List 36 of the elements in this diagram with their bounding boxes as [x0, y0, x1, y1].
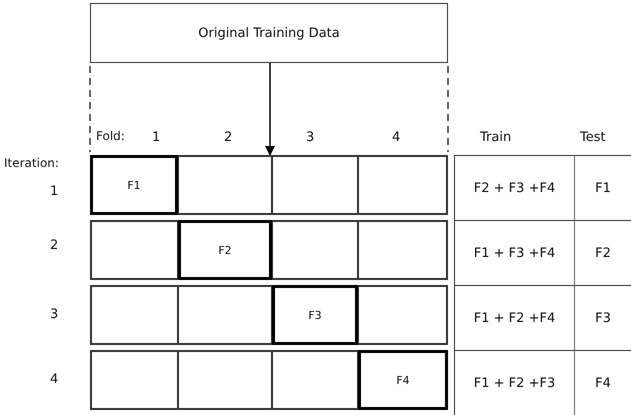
column-number: 1 [152, 130, 160, 146]
fold-cell: F3 [272, 285, 358, 345]
table-cell: F2 + F3 +F4 [454, 155, 575, 220]
row-bar [90, 220, 448, 280]
axis-label: Fold: [96, 128, 125, 144]
fold-cell: F2 [178, 220, 272, 280]
column-number: 3 [306, 130, 314, 146]
row-bar [90, 350, 448, 410]
column-header: Test [580, 130, 606, 146]
table-cell: F4 [575, 350, 631, 415]
row-bar [90, 285, 448, 345]
row-number: 3 [50, 307, 58, 323]
table-cell: F1 + F2 +F4 [454, 285, 575, 350]
row-number: 1 [50, 184, 58, 200]
column-number: 2 [224, 130, 232, 146]
row-bar [90, 155, 448, 215]
table-cell: F1 [575, 155, 631, 220]
arrow [265, 63, 275, 156]
fold-cell: F1 [90, 155, 178, 215]
grid-cell [178, 350, 272, 410]
table-cell: F2 [575, 220, 631, 285]
grid-cell [272, 155, 358, 215]
table-cell: F1 + F2 +F3 [454, 350, 575, 415]
grid-cell [178, 285, 272, 345]
fold-cell: F4 [358, 350, 448, 410]
grid-cell [272, 350, 358, 410]
axis-label: Iteration: [4, 155, 59, 171]
column-header: Train [480, 130, 512, 146]
row-number: 4 [50, 372, 58, 388]
table-cell: F3 [575, 285, 631, 350]
table-cell: F1 + F3 +F4 [454, 220, 575, 285]
row-number: 2 [50, 238, 58, 254]
grid-cell [178, 155, 272, 215]
column-number: 4 [392, 130, 400, 146]
data-box: Original Training Data [90, 3, 448, 63]
grid-cell [272, 220, 358, 280]
